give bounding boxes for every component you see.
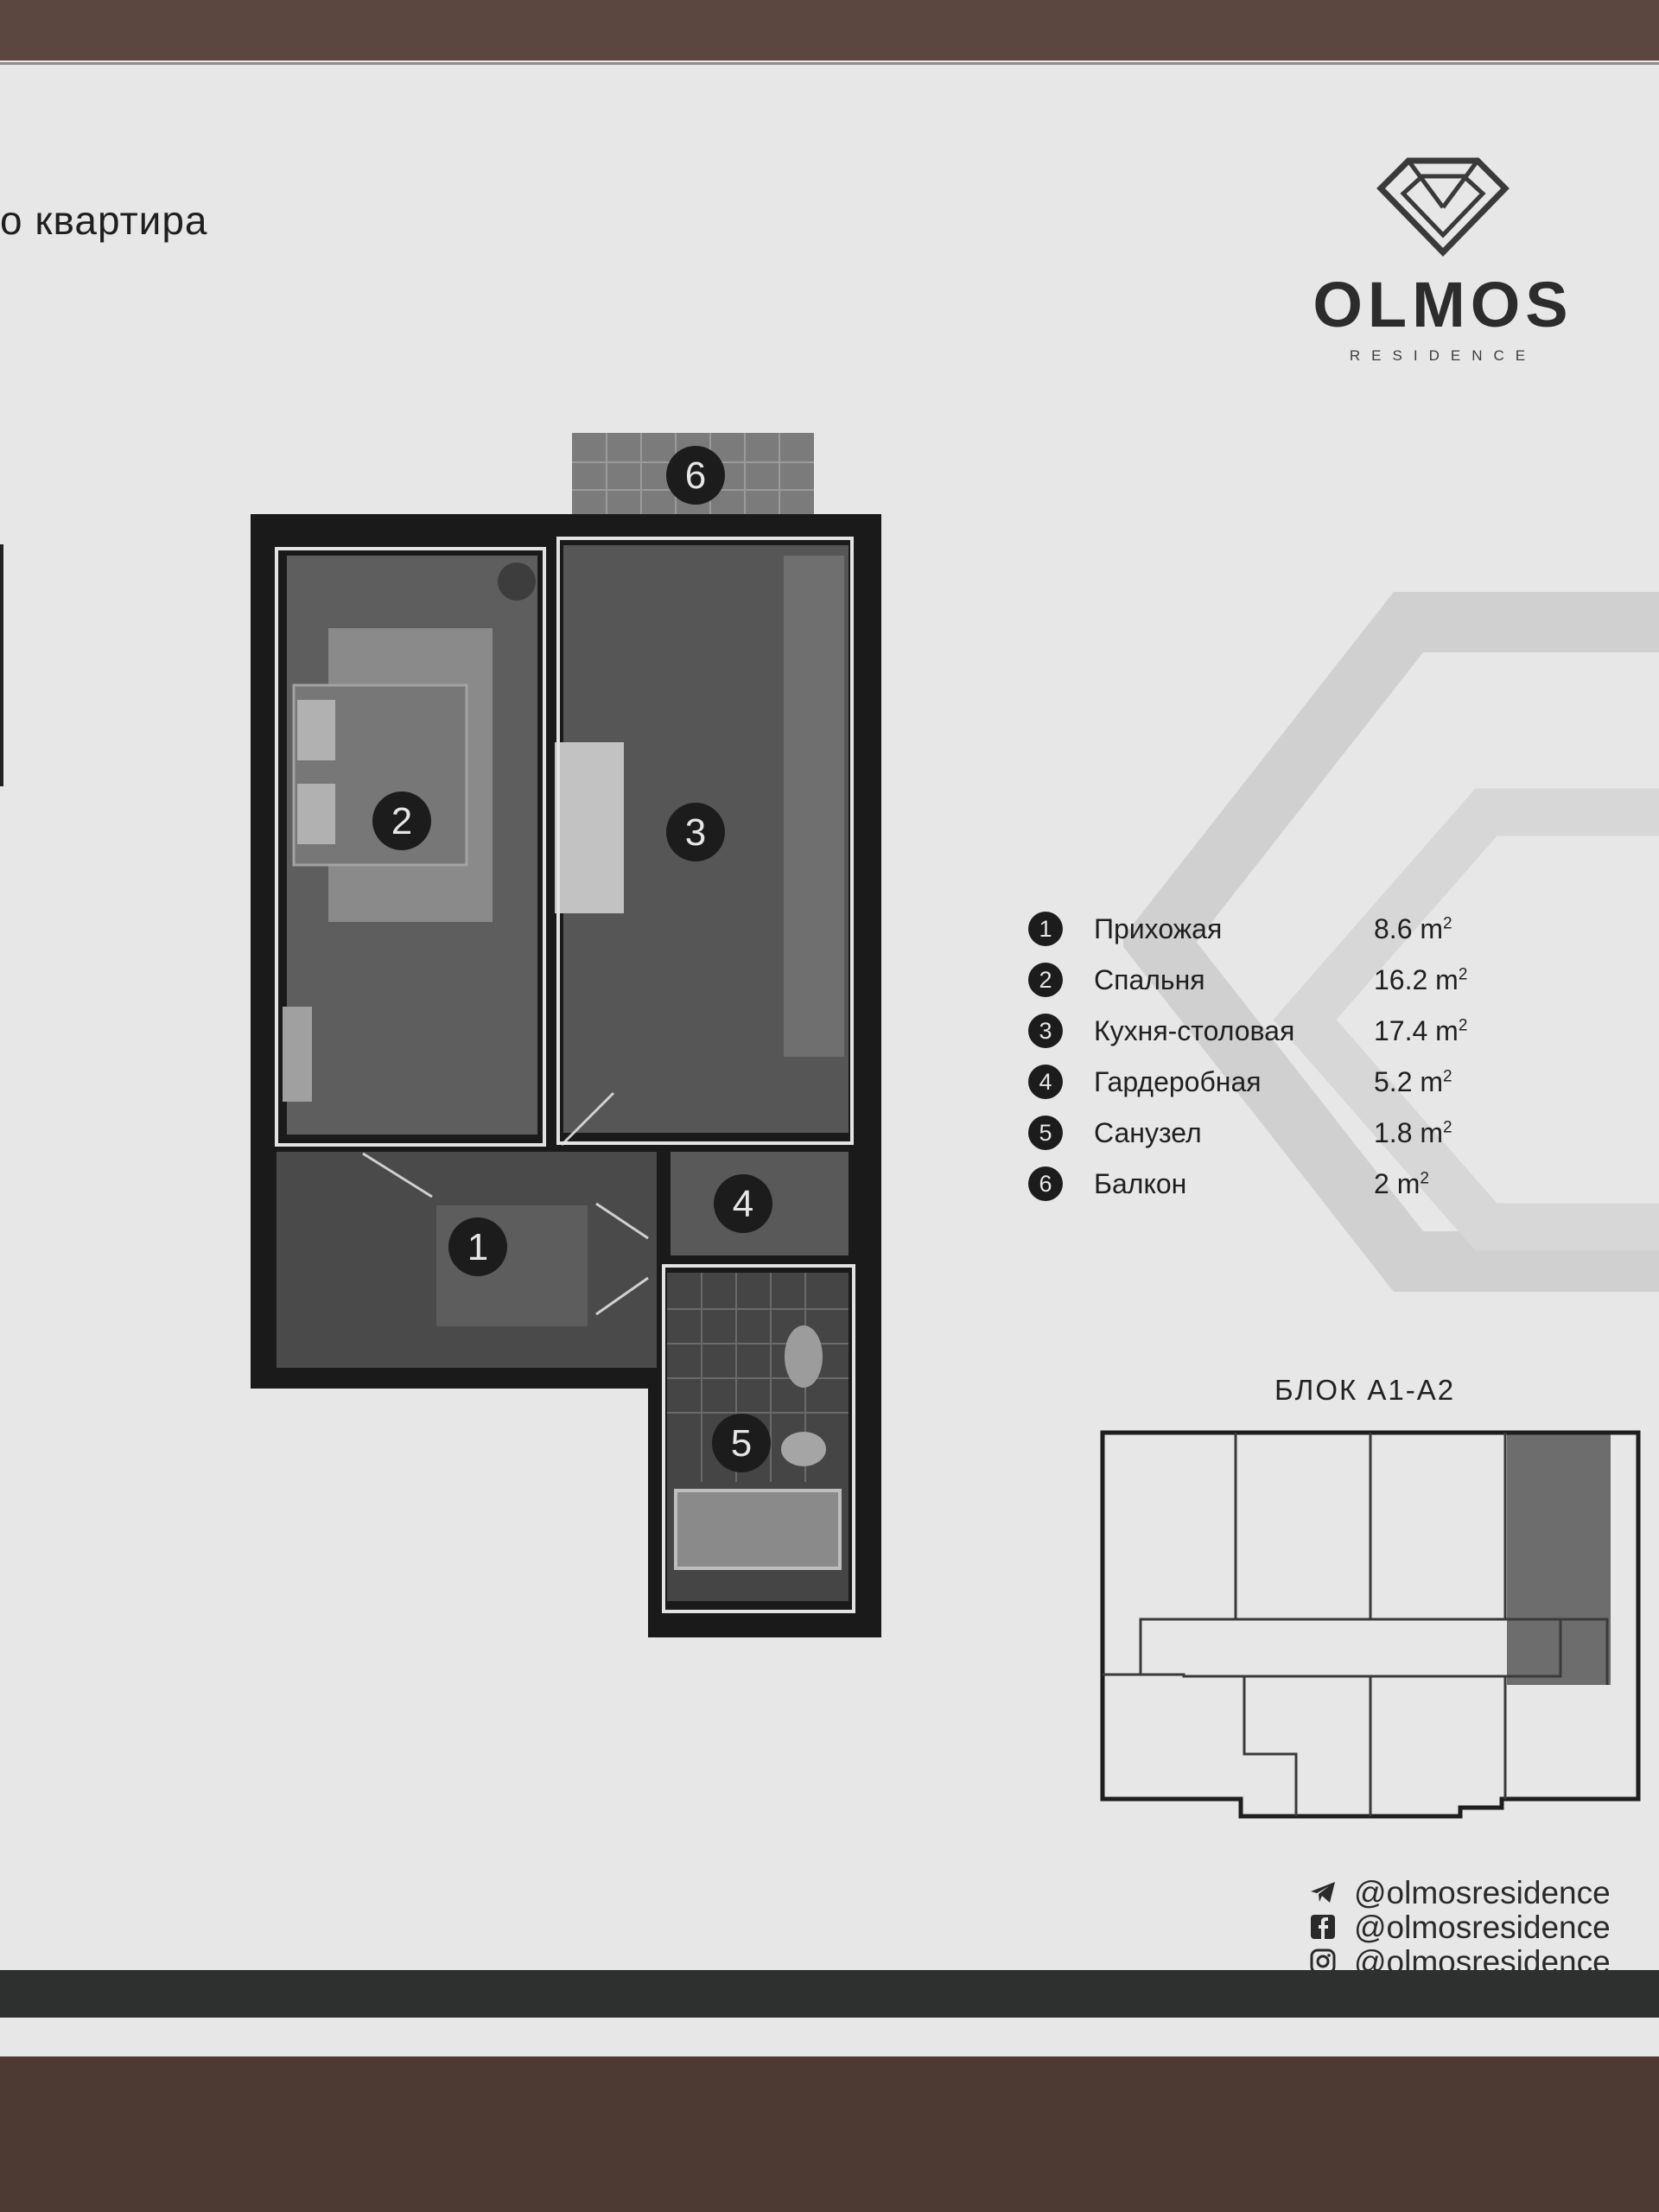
brochure-sheet: о квартира OLMOS RESIDENCE	[0, 0, 1659, 2074]
legend-room-name: Санузел	[1094, 1117, 1202, 1148]
room-number-6: 6	[666, 446, 725, 505]
room-number-3-label: 3	[685, 811, 706, 854]
room-number-5-label: 5	[731, 1422, 752, 1465]
legend-room-area: 8.6 m2	[1374, 913, 1452, 944]
room-number-5: 5	[712, 1414, 771, 1472]
footer-band	[0, 1970, 1659, 2018]
legend-row: 1 Прихожая 8.6 m2	[1028, 912, 1512, 950]
legend-row: 4 Гардеробная 5.2 m2	[1028, 1065, 1512, 1103]
decorative-chevrons	[1123, 592, 1659, 1292]
legend-row: 2 Спальня 16.2 m2	[1028, 963, 1512, 1001]
brand-name: OLMOS	[1313, 269, 1573, 340]
legend-row: 5 Санузел 1.8 m2	[1028, 1116, 1512, 1154]
highlighted-unit	[1507, 1434, 1611, 1685]
legend-room-name: Гардеробная	[1094, 1066, 1262, 1097]
plant	[498, 563, 536, 601]
toilet	[781, 1432, 826, 1466]
bathtub	[674, 1489, 842, 1570]
sink	[785, 1325, 823, 1388]
block-label: БЛОК А1-А2	[1274, 1374, 1456, 1406]
room-number-3: 3	[666, 803, 725, 861]
room-number-1-label: 1	[467, 1226, 488, 1268]
pillow	[297, 784, 335, 844]
social-handle[interactable]: @olmosresidence	[1354, 1875, 1611, 1910]
pillow	[297, 700, 335, 760]
block-key-plan	[1097, 1426, 1650, 1832]
block-outline	[1100, 1430, 1641, 1819]
diamond-logo-icon	[1376, 157, 1510, 257]
sheet-top-line	[0, 62, 1659, 65]
brand-subtitle: RESIDENCE	[1349, 347, 1537, 364]
background-top	[0, 0, 1659, 60]
room-number-4-label: 4	[733, 1183, 753, 1225]
room-number-6-label: 6	[685, 454, 706, 497]
legend-number: 1	[1028, 912, 1063, 946]
room-number-1: 1	[448, 1217, 507, 1276]
legend-number: 6	[1028, 1166, 1063, 1201]
left-edge-mark	[0, 544, 3, 786]
brand-logo: OLMOS RESIDENCE	[1270, 156, 1616, 380]
legend-room-name: Кухня-столовая	[1094, 1015, 1295, 1046]
legend-number: 2	[1028, 963, 1063, 997]
legend-room-area: 17.4 m2	[1374, 1015, 1468, 1046]
room-number-2-label: 2	[391, 800, 412, 842]
legend-number: 3	[1028, 1014, 1063, 1048]
legend-room-name: Спальня	[1094, 964, 1205, 995]
background-bottom	[0, 2056, 1659, 2212]
dining-table	[555, 742, 624, 913]
legend-number: 5	[1028, 1116, 1063, 1150]
legend-number: 4	[1028, 1065, 1063, 1099]
legend-room-name: Балкон	[1094, 1168, 1187, 1199]
social-facebook[interactable]: @olmosresidence	[1309, 1910, 1655, 1945]
social-handle[interactable]: @olmosresidence	[1354, 1910, 1611, 1945]
social-telegram[interactable]: @olmosresidence	[1309, 1875, 1655, 1910]
legend-room-area: 5.2 m2	[1374, 1066, 1452, 1097]
dresser	[283, 1007, 312, 1102]
legend-row: 6 Балкон 2 m2	[1028, 1166, 1512, 1205]
legend-row: 3 Кухня-столовая 17.4 m2	[1028, 1014, 1512, 1052]
telegram-icon	[1309, 1878, 1337, 1906]
facebook-icon	[1309, 1913, 1337, 1941]
legend-room-name: Прихожая	[1094, 913, 1223, 944]
page-title: о квартира	[0, 198, 208, 243]
apartment-floor-plan: 1 2 3 4 5 6	[251, 433, 881, 1637]
block-unit-lines	[1103, 1433, 1609, 1816]
legend-room-area: 16.2 m2	[1374, 964, 1468, 995]
room-number-4: 4	[714, 1174, 772, 1233]
legend-room-area: 2 m2	[1374, 1168, 1429, 1199]
kitchen-counter	[784, 556, 844, 1057]
interior-walls	[275, 537, 855, 1613]
room-number-2: 2	[372, 791, 431, 850]
door-swings	[362, 1091, 649, 1316]
legend-room-area: 1.8 m2	[1374, 1117, 1452, 1148]
